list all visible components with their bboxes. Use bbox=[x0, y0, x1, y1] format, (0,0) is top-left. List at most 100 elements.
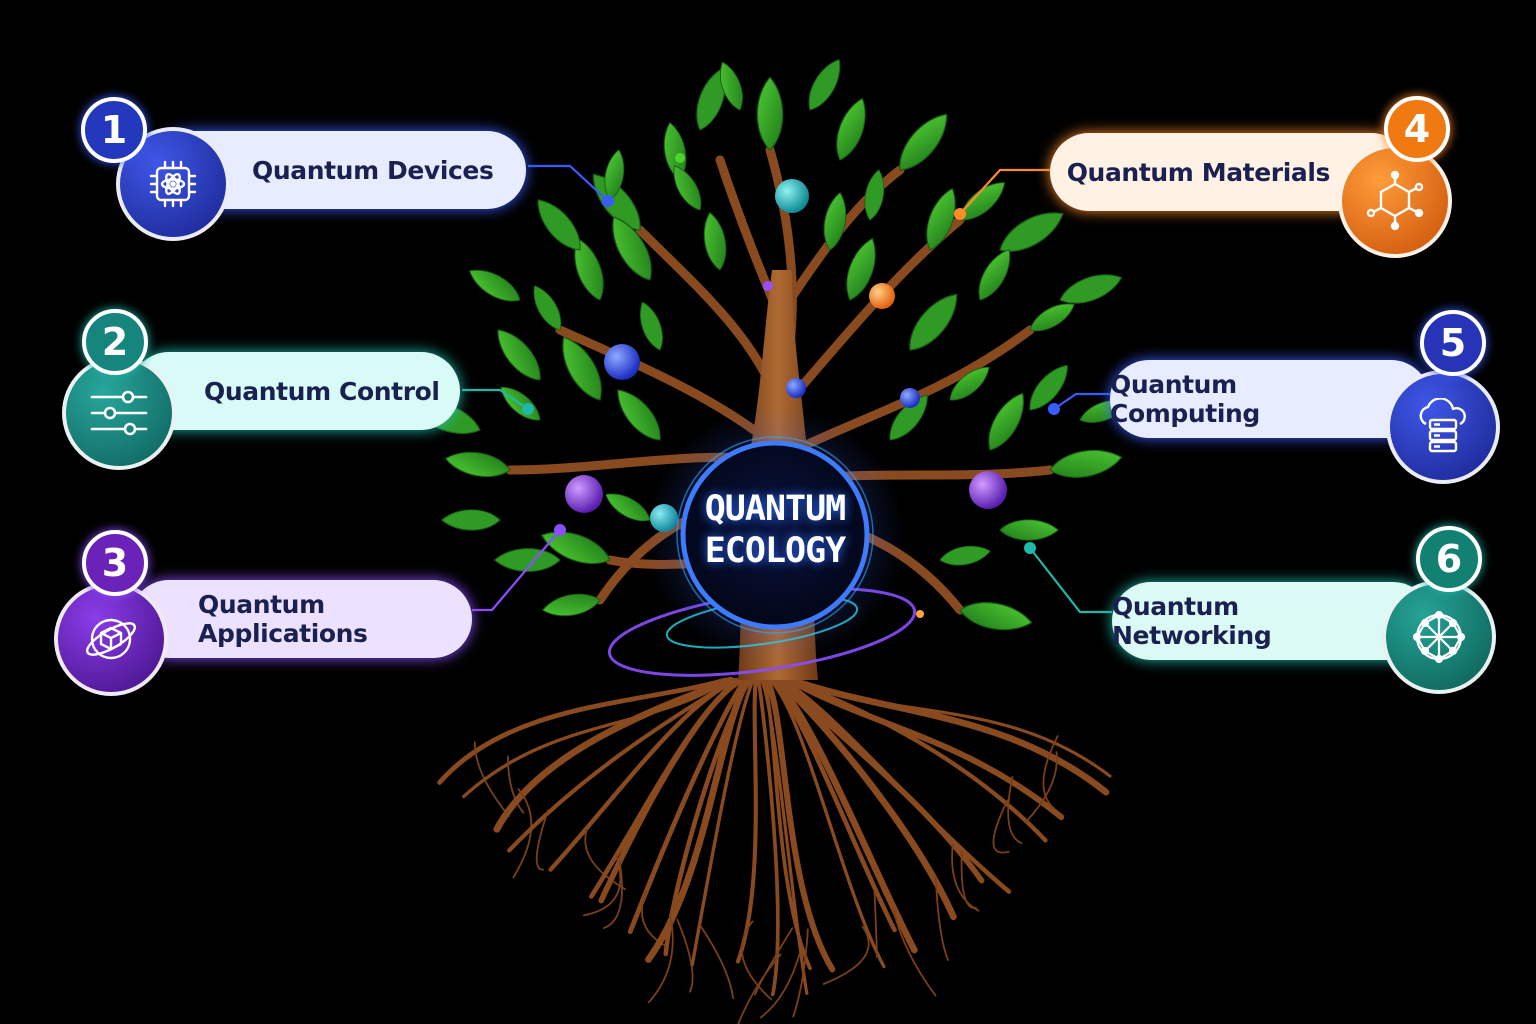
root-branch bbox=[603, 859, 623, 929]
leaf bbox=[562, 336, 602, 401]
root bbox=[762, 678, 812, 971]
root bbox=[756, 678, 780, 997]
node-quantum-materials-number: 4 bbox=[1384, 96, 1450, 162]
leaf bbox=[899, 113, 948, 171]
node-quantum-control-number: 2 bbox=[82, 309, 148, 375]
leaf bbox=[1059, 274, 1123, 304]
leaf bbox=[497, 329, 541, 381]
leaf bbox=[441, 509, 501, 531]
root bbox=[548, 677, 739, 872]
orb bbox=[786, 378, 806, 398]
root-branch bbox=[740, 920, 773, 1001]
node-quantum-control-label: Quantum Control bbox=[204, 376, 440, 406]
cloud-server-icon bbox=[1386, 370, 1500, 484]
root bbox=[690, 678, 755, 967]
root-branch bbox=[934, 875, 949, 961]
node-quantum-applications-pill[interactable]: Quantum Applications bbox=[130, 580, 472, 658]
core-circle-rim bbox=[676, 436, 874, 634]
leaf bbox=[978, 248, 1011, 301]
node-quantum-applications-label: Quantum Applications bbox=[198, 590, 368, 648]
center-title-line1: QUANTUM bbox=[704, 489, 847, 529]
leaf bbox=[864, 169, 885, 221]
orb bbox=[969, 471, 1007, 509]
center-title-line2: ECOLOGY bbox=[704, 531, 847, 571]
leaf bbox=[604, 149, 625, 201]
root-branch bbox=[507, 755, 525, 814]
leaf bbox=[703, 211, 727, 271]
network-globe-icon bbox=[1382, 580, 1496, 694]
leaf bbox=[605, 493, 651, 522]
node-quantum-devices-label: Quantum Devices bbox=[252, 155, 494, 185]
leaf bbox=[719, 61, 743, 111]
leaf bbox=[846, 237, 876, 301]
node-quantum-materials-label: Quantum Materials bbox=[1066, 157, 1331, 187]
connector-dot bbox=[1048, 403, 1060, 415]
orb bbox=[916, 610, 924, 618]
node-quantum-devices-number: 1 bbox=[81, 97, 147, 163]
center-title: QUANTUM ECOLOGY bbox=[690, 488, 860, 572]
root-branch bbox=[822, 925, 870, 985]
node-quantum-computing-label: Quantum Computing bbox=[1110, 370, 1260, 428]
root-branch bbox=[892, 909, 937, 997]
node-quantum-networking-pill[interactable]: Quantum Networking bbox=[1112, 582, 1432, 660]
orb bbox=[775, 179, 809, 213]
root-branch bbox=[1042, 735, 1059, 810]
root-branch bbox=[951, 839, 980, 912]
root-branch bbox=[698, 923, 735, 1000]
leaf bbox=[959, 182, 1006, 221]
root-branch bbox=[960, 850, 977, 909]
orb bbox=[604, 344, 640, 380]
root bbox=[781, 677, 1012, 894]
leaf bbox=[617, 389, 661, 441]
root bbox=[493, 676, 734, 833]
root-branch bbox=[737, 953, 782, 1024]
root bbox=[764, 677, 836, 973]
root-branch bbox=[1025, 751, 1058, 823]
core-circle bbox=[680, 440, 870, 630]
root bbox=[598, 677, 745, 904]
quantum-orbs bbox=[565, 153, 1007, 618]
molecule-icon bbox=[1338, 144, 1452, 258]
leaf bbox=[999, 212, 1064, 252]
leaf bbox=[1029, 364, 1068, 411]
root-branch bbox=[676, 918, 694, 993]
root bbox=[786, 677, 1065, 821]
root-branch bbox=[873, 889, 878, 958]
tree-leaves bbox=[410, 58, 1129, 631]
root bbox=[772, 676, 918, 954]
leaf bbox=[939, 545, 991, 566]
connector-dot bbox=[602, 195, 614, 207]
leaf bbox=[988, 392, 1024, 451]
root bbox=[793, 678, 1112, 778]
root-branch bbox=[792, 928, 809, 1018]
root bbox=[437, 677, 728, 785]
root-branch bbox=[535, 809, 549, 871]
node-quantum-networking-number: 6 bbox=[1416, 526, 1482, 592]
orbit-cube-icon bbox=[54, 582, 168, 696]
leaf bbox=[889, 394, 928, 441]
root bbox=[768, 678, 886, 969]
connector-dot bbox=[954, 208, 966, 220]
connector-dot bbox=[554, 524, 566, 536]
leaf bbox=[836, 97, 866, 161]
orb bbox=[900, 388, 920, 408]
node-quantum-computing-pill[interactable]: Quantum Computing bbox=[1110, 360, 1430, 438]
leaf bbox=[1049, 449, 1123, 478]
leaf bbox=[1029, 303, 1075, 332]
leaf bbox=[949, 366, 990, 401]
leaf bbox=[808, 58, 841, 111]
node-quantum-control-pill[interactable]: Quantum Control bbox=[130, 352, 460, 430]
connector-line bbox=[462, 388, 529, 410]
node-quantum-applications-number: 3 bbox=[82, 530, 148, 596]
orb bbox=[763, 281, 773, 291]
node-quantum-computing-number: 5 bbox=[1420, 310, 1486, 376]
leaf bbox=[541, 593, 601, 617]
leaf bbox=[663, 121, 687, 181]
orb bbox=[675, 153, 685, 163]
root-branch bbox=[647, 913, 674, 1004]
node-quantum-networking-label: Quantum Networking bbox=[1112, 592, 1272, 650]
root-branch bbox=[584, 828, 626, 891]
connector-dot bbox=[522, 403, 534, 415]
orb bbox=[869, 283, 895, 309]
